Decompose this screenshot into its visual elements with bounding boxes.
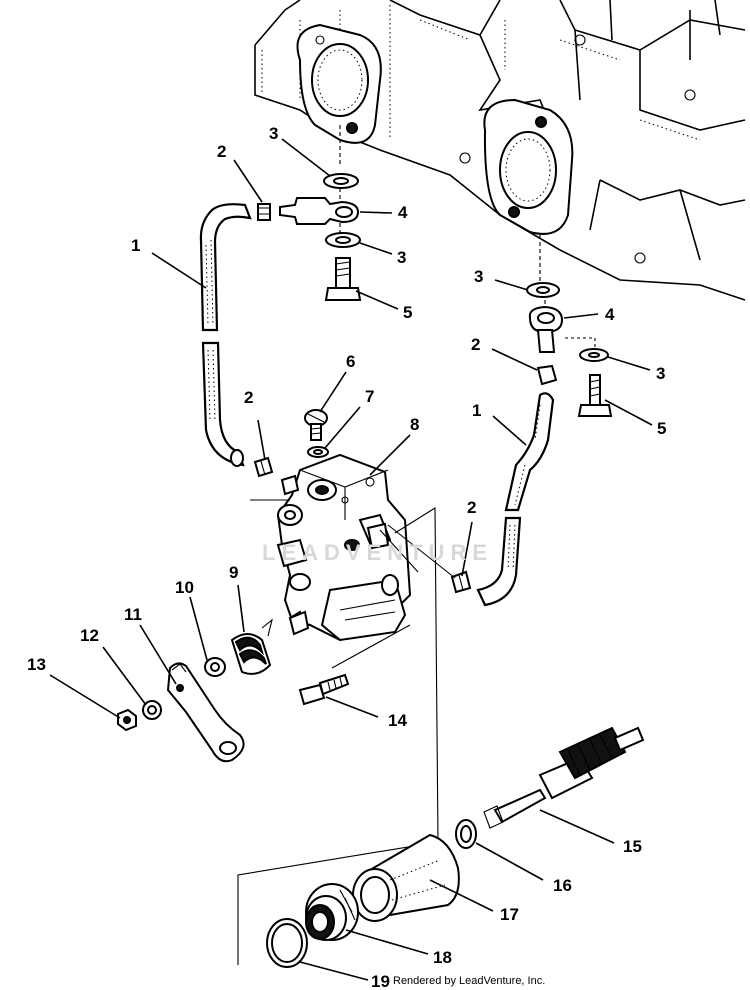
right-oil-hose (476, 392, 555, 607)
callout-19: 19 (371, 972, 390, 990)
callout-8: 8 (410, 415, 419, 434)
callout-3: 3 (656, 364, 665, 383)
callout-14: 14 (388, 711, 407, 730)
hose-clamps (253, 456, 472, 594)
watermark-text: LEADVENTURE (262, 540, 493, 565)
rendered-by-credit: Rendered by LeadVenture, Inc. (393, 975, 545, 987)
callout-15: 15 (623, 837, 642, 856)
callout-1: 1 (131, 236, 140, 255)
drive-gear-15 (483, 726, 645, 829)
oil-pump-body (250, 453, 456, 642)
callout-2: 2 (467, 498, 476, 517)
callout-labels: 1 1 2 2 2 2 3 3 3 3 4 4 5 5 6 7 8 9 10 1… (27, 124, 666, 990)
callout-6: 6 (346, 352, 355, 371)
left-oil-hose (199, 203, 252, 467)
sleeve-17 (352, 833, 460, 922)
clamp-2b (536, 364, 558, 386)
clamp-2a (257, 203, 271, 221)
callout-5: 5 (657, 419, 666, 438)
callout-5: 5 (403, 303, 412, 322)
banjo-bolt-5b (589, 374, 601, 406)
lever-11 (166, 662, 245, 763)
callout-16: 16 (553, 876, 572, 895)
control-lever-assembly (117, 610, 310, 763)
callout-4: 4 (398, 203, 408, 222)
left-banjo-fitting-stack (257, 173, 362, 301)
right-banjo-fitting-stack (526, 282, 613, 417)
callout-3: 3 (474, 267, 483, 286)
bleed-screw-and-washer (304, 409, 329, 458)
callout-17: 17 (500, 905, 519, 924)
banjo-bolt-4a (279, 197, 360, 225)
callout-1: 1 (472, 401, 481, 420)
callout-2: 2 (471, 335, 480, 354)
callout-7: 7 (365, 387, 374, 406)
callout-13: 13 (27, 655, 46, 674)
callout-12: 12 (80, 626, 99, 645)
callout-2: 2 (244, 388, 253, 407)
leader-lines (49, 138, 653, 981)
callout-3: 3 (269, 124, 278, 143)
engine-cylinder-block (254, 0, 746, 301)
callout-18: 18 (433, 948, 452, 967)
clamp-2c (253, 456, 274, 478)
bolt-14 (298, 673, 350, 706)
spring-18 (305, 883, 359, 941)
callout-3: 3 (397, 248, 406, 267)
callout-4: 4 (605, 305, 615, 324)
callout-2: 2 (217, 142, 226, 161)
callout-10: 10 (175, 578, 194, 597)
callout-11: 11 (124, 605, 142, 624)
callout-9: 9 (229, 563, 238, 582)
